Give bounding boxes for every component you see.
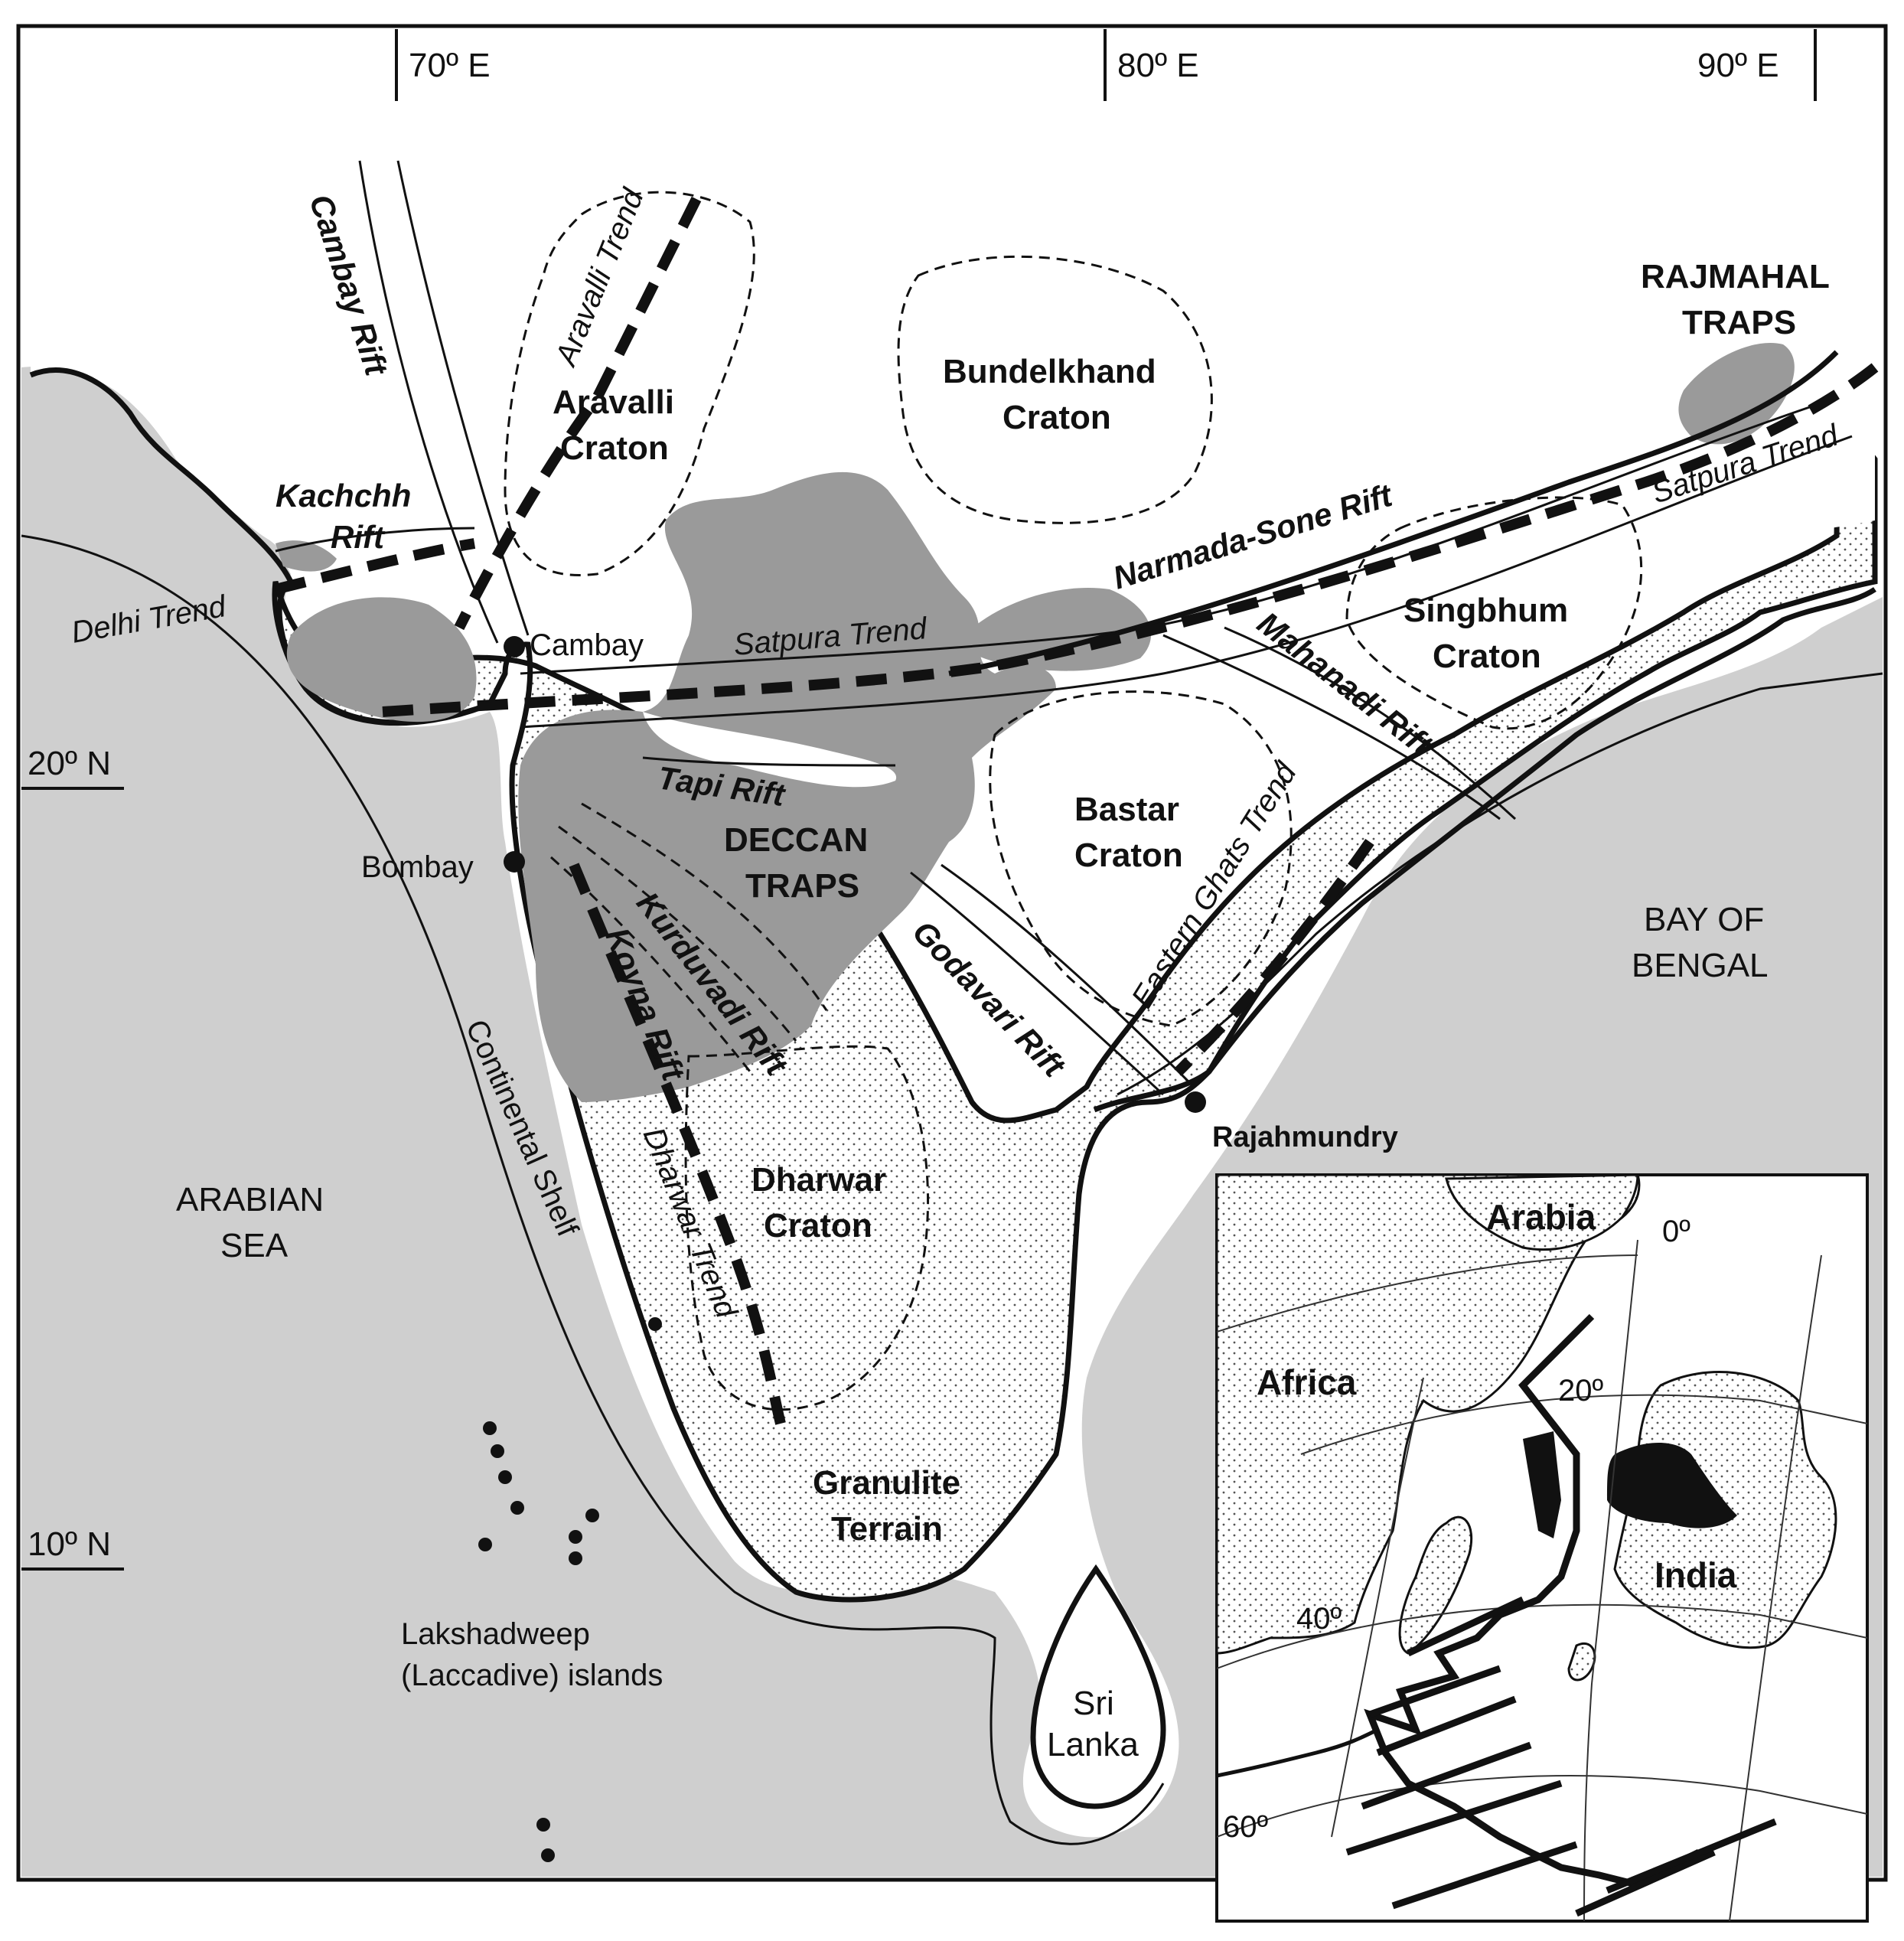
mahanadi-rift-line-a — [1162, 634, 1501, 820]
aravalli-craton-label-1: Aravalli — [553, 383, 674, 421]
bay-shelf-line — [1117, 672, 1883, 1096]
inset-lat-0-label: 0º — [1662, 1215, 1690, 1248]
lakshadweep-islands — [478, 1317, 662, 1862]
granulite-terrain-label-2: Terrain — [831, 1510, 943, 1548]
arabian-sea-label-2: SEA — [220, 1227, 289, 1264]
deccan-traps-label-2: TRAPS — [745, 867, 859, 905]
dharwar-craton-label-1: Dharwar — [751, 1161, 886, 1199]
lakshadweep-label-2: (Laccadive) islands — [401, 1659, 663, 1692]
inset-sri-lanka — [1567, 1642, 1596, 1682]
godavari-rift-line-a — [910, 871, 1165, 1096]
aravalli-craton-label-2: Craton — [560, 429, 669, 467]
northern-land — [31, 31, 1875, 635]
bundelkhand-craton-outline — [897, 255, 1213, 524]
lat-20-label: 20º N — [28, 745, 111, 782]
trend-lines — [274, 196, 1879, 1425]
lakshadweep-label-1: Lakshadweep — [401, 1617, 590, 1651]
bastar-craton-label-2: Craton — [1074, 837, 1183, 874]
inset-arabia-coast — [1445, 1175, 1639, 1251]
bastar-craton-label-1: Bastar — [1074, 791, 1179, 828]
inset-africa-arabia — [1217, 1175, 1641, 1655]
bastar-craton-outline — [989, 690, 1293, 1027]
kurduvadi-trend-lines — [581, 802, 828, 1011]
satpura-traps-area — [963, 588, 1152, 671]
lon-70-label: 70º E — [409, 47, 491, 84]
sri-lanka-label-2: Lanka — [1047, 1726, 1139, 1763]
cambay-marker — [504, 636, 525, 657]
kachchh-rift-label-2: Rift — [331, 519, 386, 555]
kurduvadi-trend-lines-2 — [558, 825, 797, 1042]
bundelkhand-craton-label-2: Craton — [1003, 399, 1111, 436]
bombay-label: Bombay — [361, 850, 474, 884]
rajmahal-traps-label-1: RAJMAHAL — [1641, 258, 1830, 295]
inset-fracture-zones — [1345, 1596, 1777, 1917]
rajahmundry-marker — [1185, 1091, 1206, 1113]
lon-80-label: 80º E — [1117, 47, 1199, 84]
inset-lat-20-label: 20º — [1558, 1374, 1603, 1408]
lon-90-label: 90º E — [1697, 47, 1779, 84]
singbhum-craton-label-1: Singbhum — [1404, 592, 1568, 629]
eastern-ghats-trend-dash — [1175, 838, 1374, 1075]
singbhum-craton-label-2: Craton — [1433, 638, 1541, 675]
continental-shelf-line — [21, 534, 1165, 1845]
inset-india-label: India — [1655, 1555, 1737, 1595]
aravalli-trend-dash — [454, 196, 702, 631]
craton-outlines — [504, 191, 1643, 1411]
bay-of-bengal-label-2: BENGAL — [1632, 947, 1769, 984]
inset-lat-60-label: 60º — [1223, 1810, 1268, 1844]
east-coastline — [1093, 587, 1876, 1113]
rift-lines — [275, 160, 1853, 1096]
cambay-rift-line-b — [396, 160, 530, 636]
axis-ticks — [21, 29, 1817, 1571]
bundelkhand-craton-label-1: Bundelkhand — [943, 353, 1156, 390]
kachchh-rift-line-a — [275, 527, 475, 553]
delhi-trend-dash — [274, 538, 476, 595]
deccan-traps-label-1: DECCAN — [724, 821, 868, 859]
rajmahal-traps-label-2: TRAPS — [1682, 304, 1796, 341]
dharwar-craton-outline — [684, 1045, 930, 1411]
deccan-traps-area — [518, 471, 1056, 1102]
dharwar-trend-dash — [569, 863, 786, 1425]
sri-lanka-island — [1030, 1564, 1166, 1809]
inset-lat-40-label: 40º — [1296, 1602, 1342, 1636]
lat-10-label: 10º N — [28, 1525, 111, 1563]
rajmahal-traps-area — [1678, 343, 1795, 445]
inset-seychelles-traps — [1523, 1431, 1561, 1538]
saurashtra-traps-area — [286, 597, 477, 723]
inset-graticule — [1217, 1239, 1867, 1921]
bombay-marker — [504, 851, 525, 873]
inset-deccan-traps — [1607, 1443, 1737, 1528]
inset-continent-margin-line — [1217, 1727, 1379, 1778]
mahanadi-rift-line-b — [1224, 626, 1517, 820]
aravalli-craton-outline — [504, 191, 755, 576]
tapi-valley — [643, 712, 897, 788]
northwest-coastline — [29, 367, 508, 726]
bay-of-bengal-label-1: BAY OF — [1644, 901, 1764, 938]
singbhum-craton-outline — [1345, 496, 1643, 730]
inset-arabia-label: Arabia — [1486, 1197, 1596, 1237]
dharwar-craton-label-2: Craton — [764, 1207, 872, 1245]
kachchh-rift-label-1: Kachchh — [275, 478, 411, 514]
satpura-rift-line-b — [520, 435, 1853, 729]
inset-ridge-system — [1364, 1313, 1701, 1887]
inset-africa-label: Africa — [1257, 1362, 1357, 1402]
arabian-sea-label-1: ARABIAN — [176, 1181, 324, 1218]
cambay-rift-line-a — [358, 160, 499, 644]
plate-reconstruction-inset: Arabia Africa India 0º 20º 40º 60º — [1215, 1173, 1869, 1923]
granulite-terrain-label-1: Granulite — [813, 1464, 960, 1502]
sri-lanka-label-1: Sri — [1073, 1685, 1114, 1722]
satpura-trend-dash — [382, 363, 1879, 717]
tapi-rift-line — [642, 756, 896, 767]
rajahmundry-label: Rajahmundry — [1212, 1121, 1398, 1153]
godavari-rift-line-b — [941, 863, 1195, 1088]
cambay-label: Cambay — [530, 628, 644, 662]
